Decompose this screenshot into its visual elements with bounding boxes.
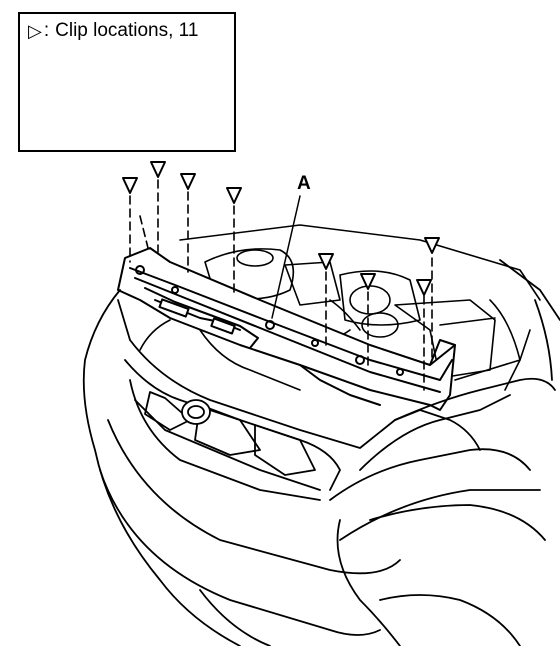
clip-marker-icon — [416, 279, 432, 296]
callout-label-a: A — [297, 173, 311, 194]
clip-marker-icon: ▷ — [28, 20, 42, 41]
clip-marker-icon — [150, 161, 166, 178]
callout-a-leader — [271, 195, 301, 319]
vehicle-front — [82, 259, 560, 646]
clip-marker-icon — [122, 177, 138, 194]
legend-box: ▷ : Clip locations, 11 — [18, 12, 236, 152]
clip-marker-icon — [318, 253, 334, 270]
legend-label: Clip locations, 11 — [55, 20, 199, 41]
clip-marker-icons — [122, 161, 440, 296]
clip-guide-lines — [129, 179, 433, 391]
clip-marker-icon — [226, 187, 242, 204]
clip-marker-icon — [180, 173, 196, 190]
clip-marker-icon — [360, 273, 376, 290]
clip-marker-icon — [424, 237, 440, 254]
radiator-support — [117, 247, 456, 411]
legend-text: ▷ : Clip locations, 11 — [28, 20, 198, 42]
legend-separator: : — [43, 20, 50, 41]
